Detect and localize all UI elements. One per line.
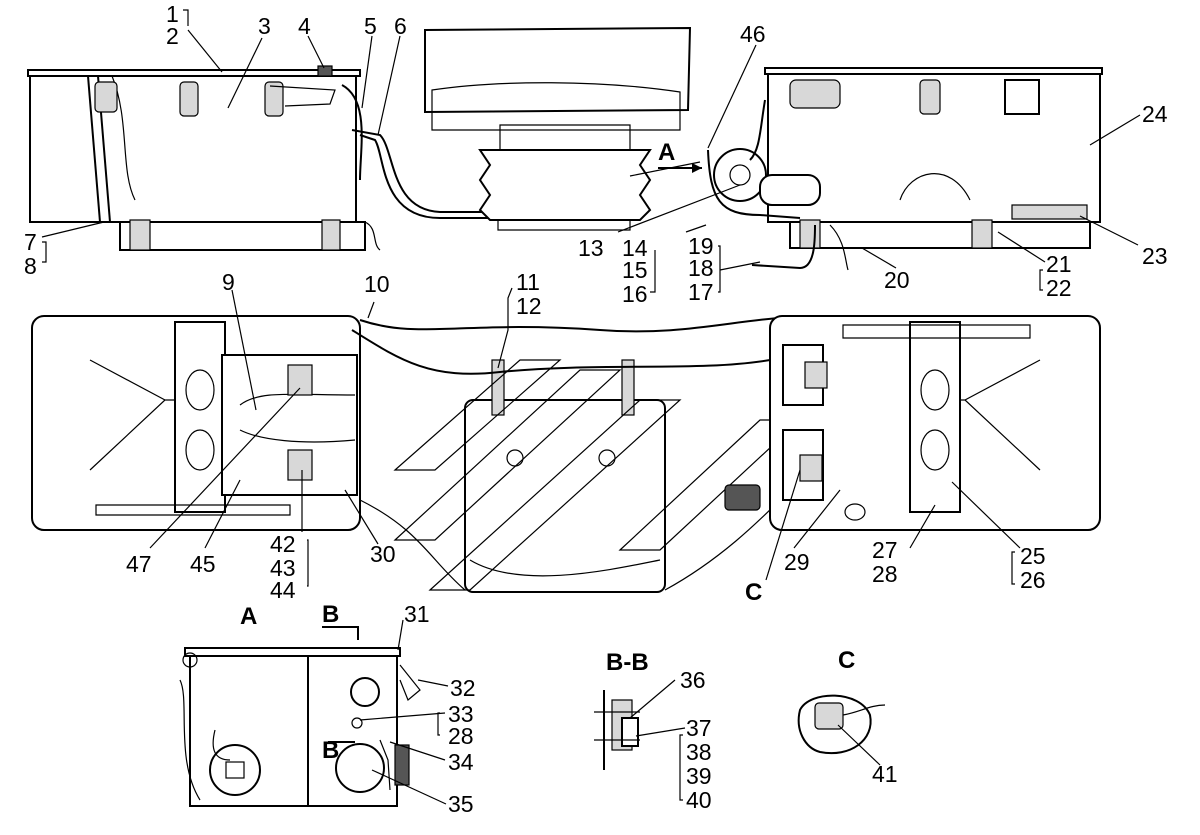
callout-47: 47 — [126, 551, 152, 577]
callout-4: 4 — [298, 13, 311, 39]
callout-11: 11 — [516, 269, 540, 295]
section-bb-title: B-B — [606, 649, 649, 676]
section-marker-b-top: B — [322, 601, 339, 628]
callout-19: 19 — [688, 233, 714, 259]
callout-37: 37 — [686, 715, 712, 741]
callout-45: 45 — [190, 551, 216, 577]
callout-24: 24 — [1142, 101, 1168, 127]
battery-box-right-side-view — [707, 67, 1103, 271]
section-bb — [594, 690, 640, 770]
callout-33: 33 — [448, 701, 474, 727]
leader-lines — [41, 9, 1141, 805]
callout-numbers: 1 2 3 4 5 6 7 8 46 24 23 13 14 15 16 19 … — [24, 1, 1168, 817]
callout-14: 14 — [622, 235, 648, 261]
callout-31: 31 — [404, 601, 430, 627]
callout-29: 29 — [784, 549, 810, 575]
callout-18: 18 — [688, 255, 714, 281]
view-a — [179, 626, 421, 807]
callout-12: 12 — [516, 293, 542, 319]
callout-36: 36 — [680, 667, 706, 693]
callout-25: 25 — [1020, 543, 1046, 569]
view-a-title: A — [240, 603, 257, 630]
view-c — [797, 694, 886, 755]
marker-a: A — [658, 139, 675, 166]
callout-40: 40 — [686, 787, 712, 813]
callout-17: 17 — [688, 279, 714, 305]
callout-41: 41 — [872, 761, 898, 787]
callout-39: 39 — [686, 763, 712, 789]
callout-46: 46 — [740, 21, 766, 47]
callout-30: 30 — [370, 541, 396, 567]
driver-seat — [424, 26, 692, 231]
callout-3: 3 — [258, 13, 271, 39]
callout-26: 26 — [1020, 567, 1046, 593]
battery-box-left-side-view — [27, 65, 510, 251]
callout-27: 27 — [872, 537, 898, 563]
callout-6: 6 — [394, 13, 407, 39]
view-markers: A C A B B B-B C — [240, 139, 855, 764]
callout-15: 15 — [622, 257, 648, 283]
view-c-title: C — [838, 647, 855, 674]
marker-c: C — [745, 579, 762, 606]
callout-13: 13 — [578, 235, 604, 261]
callout-9: 9 — [222, 269, 235, 295]
callout-28b: 28 — [448, 723, 474, 749]
callout-7: 7 — [24, 229, 37, 255]
callout-21: 21 — [1046, 251, 1072, 277]
callout-38: 38 — [686, 739, 712, 765]
callout-23: 23 — [1142, 243, 1168, 269]
callout-8: 8 — [24, 253, 37, 279]
callout-22: 22 — [1046, 275, 1072, 301]
callout-42: 42 — [270, 531, 296, 557]
callout-34: 34 — [448, 749, 474, 775]
callout-1: 1 — [166, 1, 179, 27]
callout-16: 16 — [622, 281, 648, 307]
callout-28: 28 — [872, 561, 898, 587]
plan-view — [31, 315, 1101, 593]
callout-32: 32 — [450, 675, 476, 701]
section-marker-b-bottom: B — [322, 737, 339, 764]
callout-10: 10 — [364, 271, 390, 297]
callout-5: 5 — [364, 13, 377, 39]
callout-2: 2 — [166, 23, 179, 49]
callout-44: 44 — [270, 577, 296, 603]
callout-43: 43 — [270, 555, 296, 581]
callout-35: 35 — [448, 791, 474, 817]
callout-20: 20 — [884, 267, 910, 293]
